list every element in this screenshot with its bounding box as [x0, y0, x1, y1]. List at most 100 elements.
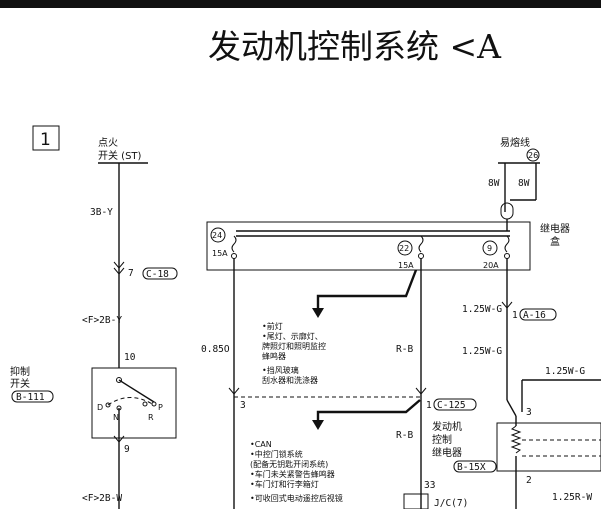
- ignition-switch-label-1: 点火: [98, 137, 118, 149]
- connector-c18-chevron-2: [113, 267, 125, 275]
- inhibitor-bottom-chevron: [113, 435, 125, 443]
- fuse-24-element: [231, 235, 237, 253]
- inhibitor-switch-ref-badge: [11, 390, 54, 403]
- fuse-24-circle: [210, 227, 226, 243]
- ecu-relay-label-2: 控制: [432, 433, 452, 446]
- notes-3-line-2: •中控门锁系统: [250, 449, 303, 459]
- notes-1-line-1: •前灯: [262, 321, 283, 331]
- connector-c18-pin: 7: [128, 268, 134, 279]
- notes-2-line-2: 刮水器和洗涤器: [262, 375, 318, 385]
- fuse-24-terminal: [231, 253, 237, 259]
- ecu-relay-label-3: 继电器: [432, 446, 462, 459]
- notes-3-line-5: •车门灯和行李箱灯: [250, 479, 319, 489]
- fuse-9-terminal: [504, 253, 510, 259]
- ecu-relay-pin-top: 3: [526, 407, 532, 418]
- fuse-24-number: 24: [212, 231, 222, 240]
- relay-box-label-1: 继电器: [540, 222, 570, 235]
- wire-125wg-label-1: 1.25W-G: [462, 304, 502, 315]
- inhibitor-contact-top: [116, 377, 122, 383]
- notes-1-line-3: 牌照灯和照明监控: [262, 341, 326, 351]
- wire-f2b-y-label: <F>2B-Y: [82, 315, 122, 326]
- ignition-switch-label-2: 开关 (ST): [98, 149, 142, 162]
- c125-pin: 1: [426, 400, 432, 411]
- branch-arrow-2-head: [312, 420, 324, 430]
- notes-2-line-1: •挡风玻璃: [262, 365, 299, 375]
- ecu-relay-pin-bottom: 2: [526, 475, 532, 486]
- top-bar: [0, 0, 601, 8]
- fuse-9-element: [504, 235, 510, 253]
- inhibitor-pos-r-dot: [142, 401, 148, 407]
- fuse-9-circle: [482, 240, 498, 256]
- inhibitor-selector-arc: [107, 397, 155, 406]
- fusible-link-splice: [500, 202, 514, 220]
- wire-3b-y-label: 3B-Y: [90, 207, 113, 218]
- fusible-wire-left-label: 8W: [488, 178, 500, 189]
- connector-c18-chevron-1: [113, 261, 125, 269]
- connector-c18-badge: [142, 267, 178, 280]
- page-title: 发动机控制系统 <A: [208, 27, 502, 66]
- relay-box-label-2: 盒: [550, 235, 560, 248]
- notes-1-line-4: 蜂鸣器: [262, 351, 286, 361]
- page-number-box: [32, 125, 60, 151]
- inhibitor-pos-p-dot: [151, 401, 157, 407]
- fuse-22-rating: 15A: [398, 261, 414, 270]
- fusible-link-number: 26: [528, 151, 538, 160]
- wire-to-relay-pin3: [506, 399, 517, 417]
- inhibitor-pos-r: R: [148, 413, 154, 422]
- a16-pin: 1: [512, 310, 518, 321]
- notes-4-line-1: •可收回式电动遥控后视镜: [250, 493, 343, 503]
- inhibitor-switch-box: [91, 367, 177, 439]
- branch-arrow-2-line: [316, 399, 421, 422]
- fuse-22-circle: [397, 240, 413, 256]
- fuse-24-rating: 15A: [212, 249, 228, 258]
- wire-125wg-label-3: 1.25W-G: [545, 366, 585, 377]
- fuse-22-terminal: [418, 253, 424, 259]
- wire-125rw-label: 1.25R-W: [552, 492, 592, 503]
- wire-rb-label-2: R-B: [396, 430, 413, 441]
- ecu-relay-coil: [510, 425, 522, 454]
- inhibitor-switch-label-2: 开关: [10, 377, 30, 390]
- fusible-link-number-circle: [526, 148, 540, 162]
- notes-3-line-4: •车门未关紧警告蜂鸣器: [250, 469, 335, 479]
- inhibitor-pin-top: 10: [124, 352, 136, 363]
- wire-rb-label-1: R-B: [396, 344, 413, 355]
- inhibitor-pos-d-dot: [105, 402, 111, 408]
- inhibitor-pin-bottom: 9: [124, 444, 130, 455]
- ecu-relay-ref: B-15X: [457, 462, 486, 473]
- pin-3-chevron: [228, 387, 240, 395]
- wire-f2b-w-label: <F>2B-W: [82, 493, 122, 504]
- inhibitor-switch-label-1: 抑制: [10, 365, 30, 378]
- ecu-relay-ref-badge: [453, 460, 497, 473]
- fusible-wire-right-label: 8W: [518, 178, 530, 189]
- ecu-relay-label-1: 发动机: [432, 420, 462, 433]
- notes-3-line-1: •CAN: [250, 440, 272, 449]
- a16-badge: [519, 308, 557, 321]
- branch-arrow-head: [312, 308, 324, 318]
- a16-chevron: [501, 301, 513, 309]
- inhibitor-pos-p: P: [158, 403, 163, 412]
- jc7-pin: 33: [424, 480, 435, 491]
- notes-1-line-2: •尾灯、示廓灯、: [262, 331, 323, 341]
- branch-arrow-line: [316, 269, 418, 310]
- notes-3-line-3: (配备无钥匙开闭系统): [250, 459, 328, 469]
- pin-3-left: 3: [240, 400, 246, 411]
- jc7-box: [403, 493, 429, 509]
- inhibitor-pos-n: N: [113, 413, 119, 422]
- c125-chevron: [415, 387, 427, 395]
- c125-ref: C-125: [437, 400, 466, 411]
- fuse-22-element: [418, 235, 424, 253]
- wire-125wg-label-2: 1.25W-G: [462, 346, 502, 357]
- inhibitor-pos-d: D: [97, 403, 103, 412]
- inhibitor-switch-ref: B-111: [16, 392, 45, 403]
- c125-badge: [433, 398, 477, 411]
- page-number: 1: [40, 130, 51, 150]
- fusible-link-label: 易熔线: [500, 136, 530, 149]
- inhibitor-contact-arm: [118, 379, 155, 403]
- fuse-9-rating: 20A: [483, 261, 499, 270]
- jc7-label: J/C(7): [434, 498, 468, 509]
- relay-box-outline: [206, 221, 531, 271]
- wire-0850-label: 0.85O: [201, 344, 230, 355]
- fuse-22-number: 22: [399, 244, 409, 253]
